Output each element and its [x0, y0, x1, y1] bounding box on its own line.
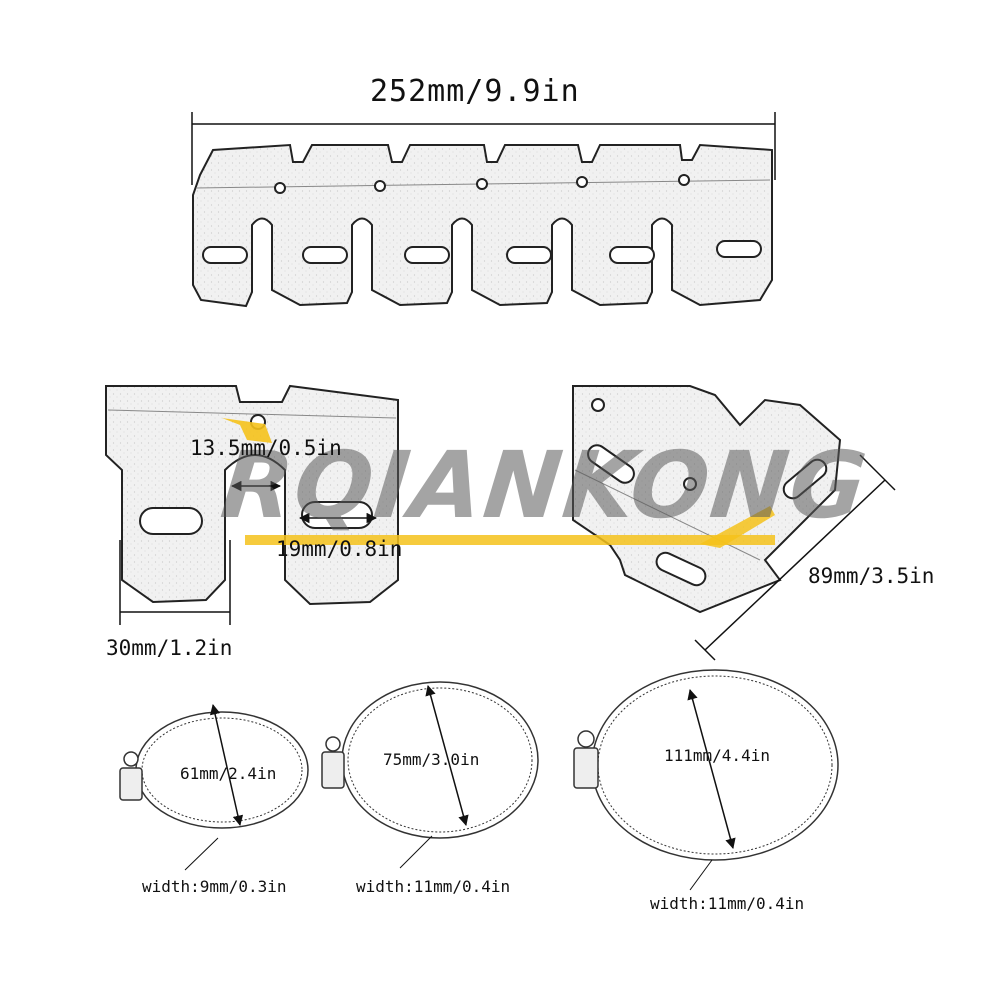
slot-width-label: 19mm/0.8in [276, 537, 403, 561]
clamp-medium-width-label: width:11mm/0.4in [356, 877, 511, 896]
clamp-large-diameter-label: 111mm/4.4in [664, 746, 770, 765]
hose-clamp-medium [321, 681, 539, 869]
clamp-small-diameter-label: 61mm/2.4in [180, 764, 277, 783]
heat-shield-top-view [192, 143, 773, 308]
shield-length-label: 252mm/9.9in [370, 74, 580, 109]
shield-height-label: 89mm/3.5in [808, 564, 935, 588]
clamp-large-width-label: width:11mm/0.4in [650, 894, 805, 913]
clamp-small-width-label: width:9mm/0.3in [142, 877, 287, 896]
clamp-medium-diameter-label: 75mm/3.0in [383, 750, 480, 769]
watermark-logo-mark [222, 418, 775, 548]
hose-clamp-small [119, 703, 309, 871]
slot-gap-label: 13.5mm/0.5in [190, 436, 342, 460]
length-dimension-line [191, 112, 776, 185]
hose-clamp-large [573, 669, 839, 891]
detail-left-dimensions [119, 480, 378, 625]
detail-right-dimension-line [694, 454, 896, 661]
tab-width-label: 30mm/1.2in [106, 636, 233, 660]
